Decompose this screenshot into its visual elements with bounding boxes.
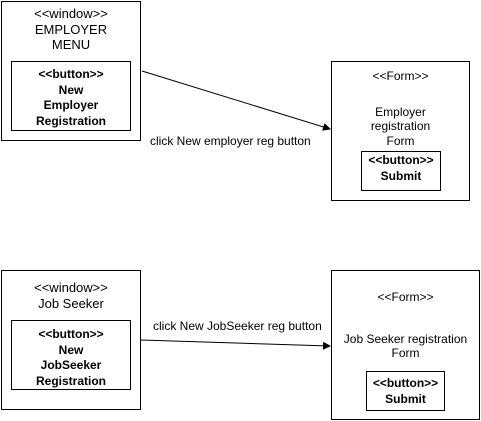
employer-submit-text: Submit <box>380 168 422 183</box>
employer-form-title-line1: Employer <box>375 105 426 119</box>
jobseeker-window-title-line1: Job Seeker <box>38 295 104 311</box>
employer-submit-stereotype: <<button>> <box>368 153 434 167</box>
employer-submit-button-label: <<button>> Submit <box>361 153 441 184</box>
jobseeker-submit-text: Submit <box>385 391 426 406</box>
employer-button-line2: Employer <box>43 98 99 113</box>
new-employer-registration-button[interactable] <box>11 61 131 131</box>
new-jobseeker-registration-button[interactable] <box>11 320 131 390</box>
new-employer-registration-button-label: <<button>> New Employer Registration <box>11 67 131 129</box>
jobseeker-submit-stereotype: <<button>> <box>372 376 439 390</box>
employer-button-line3: Registration <box>35 113 106 128</box>
jobseeker-window-title: <<window>> Job Seeker <box>1 280 141 311</box>
employer-button-stereotype: <<button>> <box>38 67 104 81</box>
jobseeker-form-submit-button[interactable] <box>366 371 445 411</box>
employer-window-title-line1: EMPLOYER <box>34 21 108 37</box>
jobseeker-form-title-line2: Form <box>391 346 420 361</box>
jobseeker-flow-label: click New JobSeeker reg button <box>153 319 322 333</box>
jobseeker-submit-button-label: <<button>> Submit <box>366 376 445 407</box>
jobseeker-window-stereotype: <<window>> <box>34 280 108 295</box>
jobseeker-button-line1: New <box>58 342 84 357</box>
employer-form-submit-button[interactable] <box>361 151 441 191</box>
employer-form-title-line3: Form <box>386 133 415 148</box>
jobseeker-form-title-line1: Job Seeker registration <box>343 332 468 346</box>
employer-form-stereotype: <<Form>> <box>372 69 429 83</box>
employer-window-title-line2: MENU <box>51 37 91 53</box>
employer-button-line1: New <box>58 82 84 97</box>
employer-form-title: Employer registration Form <box>331 105 470 148</box>
new-jobseeker-registration-button-label: <<button>> New JobSeeker Registration <box>11 327 131 389</box>
jobseeker-button-line2: JobSeeker <box>40 358 102 373</box>
employer-flow-arrow <box>141 70 331 131</box>
employer-flow-label: click New employer reg button <box>150 134 311 148</box>
jobseeker-button-line3: Registration <box>35 373 106 388</box>
employer-form-title-line2: registration <box>370 119 431 134</box>
employer-window-stereotype: <<window>> <box>34 6 108 21</box>
jobseeker-flow-arrow <box>140 339 331 350</box>
jobseeker-form-stereotype: <<Form>> <box>377 290 434 304</box>
jobseeker-form-title: Job Seeker registration Form <box>331 332 480 361</box>
employer-menu-title: <<window>> EMPLOYER MENU <box>1 6 141 53</box>
jobseeker-button-stereotype: <<button>> <box>38 327 104 341</box>
